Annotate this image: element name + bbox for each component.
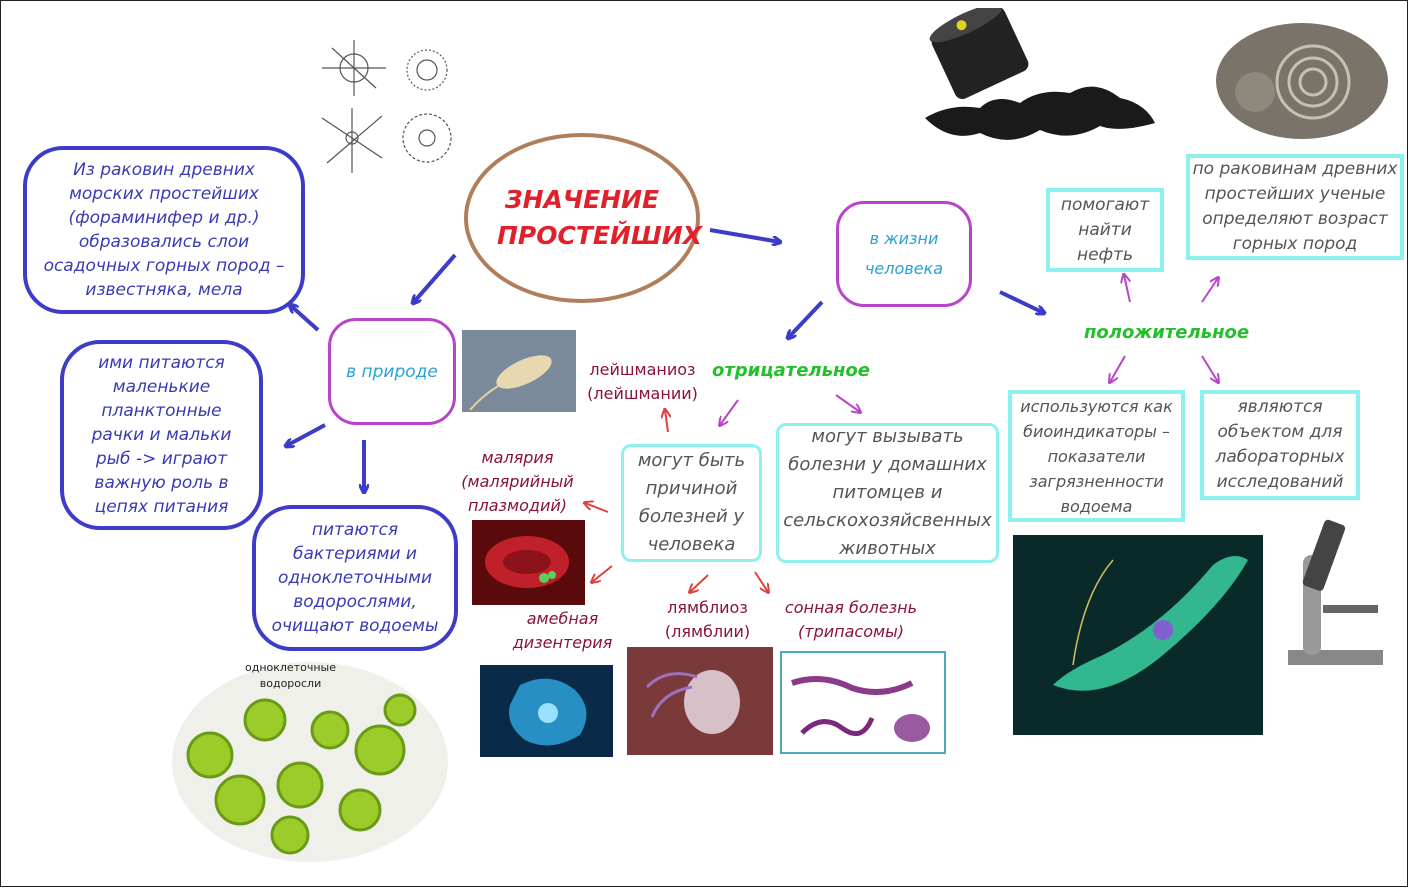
arrow-dysentery — [592, 565, 613, 582]
arrow-malaria — [585, 503, 609, 513]
arrow-human-positive — [999, 290, 1044, 313]
label-malaria: малярия (малярийный плазмодий) — [461, 448, 574, 515]
negative-label: отрицательное — [712, 360, 871, 381]
giardia-picture — [627, 647, 773, 755]
fact-rocks-text: Из раковин древних морских простейших (ф… — [43, 160, 285, 300]
pos-oil-text: помогают найти нефть — [1060, 194, 1150, 265]
fact-food-text: ими питаются маленькие планктонные рачки… — [91, 353, 232, 517]
leishmania-picture — [462, 330, 576, 412]
pos-age-text: по раковинам древних простейших ученые о… — [1192, 159, 1398, 254]
neg-animal-diseases-text: могут вызывать болезни у домашних питомц… — [783, 426, 992, 559]
algae-caption: одноклеточные водоросли — [245, 661, 336, 690]
arrow-title-human — [709, 228, 780, 242]
arrow-nature-food — [286, 423, 326, 446]
branch-human: в жизни человека — [836, 201, 972, 307]
arrow-pos-oil — [1124, 275, 1131, 303]
neg-human-diseases: могут быть причиной болезней у человека — [621, 444, 762, 562]
arrow-pos-lab — [1201, 355, 1218, 382]
pos-bioindicators-text: используются как биоиндикаторы – показат… — [1020, 396, 1173, 516]
label-giardiasis: лямблиоз (лямблии) — [664, 598, 751, 641]
branch-nature: в природе — [328, 318, 456, 425]
algae-picture — [172, 662, 448, 862]
microscope-icon — [1288, 519, 1383, 665]
arrow-nature-rocks — [290, 305, 320, 332]
trypanosoma-picture-frame — [780, 651, 946, 754]
arrow-sleeping — [754, 571, 768, 592]
fact-clean: питаются бактериями и одноклеточными вод… — [252, 505, 458, 651]
arrow-neg-animal — [835, 394, 860, 412]
pos-oil: помогают найти нефть — [1046, 188, 1164, 272]
pos-bioindicators: используются как биоиндикаторы – показат… — [1008, 390, 1185, 522]
pos-age: по раковинам древних простейших ученые о… — [1186, 154, 1404, 260]
euglena-picture — [1013, 535, 1263, 735]
fossil-picture — [1216, 23, 1388, 139]
arrow-neg-human — [720, 399, 739, 425]
page-title: ЗНАЧЕНИЕ ПРОСТЕЙШИХ — [497, 185, 702, 250]
radiolaria-picture — [321, 40, 452, 173]
amoeba-picture — [480, 665, 613, 757]
label-dysentery: амебная дизентерия — [512, 609, 613, 652]
arrow-giardia — [690, 574, 709, 592]
malaria-picture — [472, 520, 585, 605]
label-leishmaniasis: лейшманиоз (лейшмании) — [587, 360, 698, 403]
label-sleeping: сонная болезнь (трипасомы) — [784, 598, 918, 641]
oil-barrel-picture — [925, 8, 1155, 140]
fact-food: ими питаются маленькие планктонные рачки… — [60, 340, 263, 530]
pos-lab: являются объектом для лабораторных иссле… — [1200, 390, 1360, 500]
positive-label: положительное — [1084, 322, 1250, 343]
neg-animal-diseases: могут вызывать болезни у домашних питомц… — [776, 423, 999, 563]
branch-human-label: в жизни человека — [864, 229, 944, 278]
title-oval: ЗНАЧЕНИЕ ПРОСТЕЙШИХ — [464, 133, 702, 303]
fact-clean-text: питаются бактериями и одноклеточными вод… — [271, 520, 439, 636]
arrow-pos-bio — [1110, 355, 1126, 382]
arrow-title-nature — [413, 253, 457, 303]
arrow-human-negative — [788, 300, 824, 338]
trypanosoma-picture — [791, 676, 930, 742]
neg-human-diseases-text: могут быть причиной болезней у человека — [637, 450, 746, 555]
branch-nature-label: в природе — [346, 361, 438, 382]
arrow-pos-age — [1201, 278, 1218, 303]
fact-rocks: Из раковин древних морских простейших (ф… — [23, 146, 305, 314]
pos-lab-text: являются объектом для лабораторных иссле… — [1215, 397, 1345, 492]
arrow-leish — [665, 410, 668, 433]
